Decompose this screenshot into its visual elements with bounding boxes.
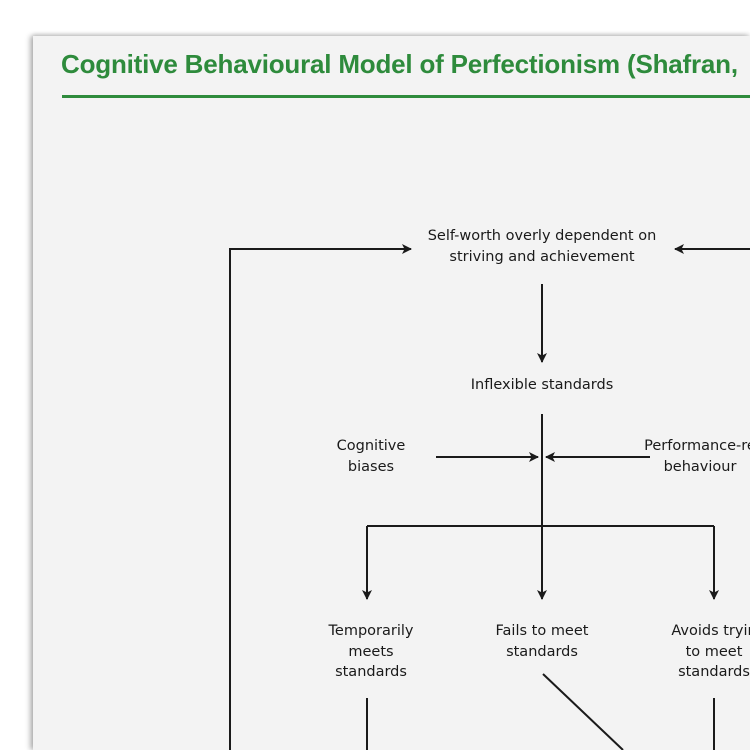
node-inflexible-standards: Inflexible standards: [470, 377, 614, 393]
connector-lines: [229, 244, 750, 750]
node-cognitive-biases: Cognitive biases: [336, 438, 406, 475]
node-performance-behaviours: Performance-re behaviour: [644, 438, 750, 475]
node-fails-to-meet: Fails to meet standards: [495, 623, 589, 660]
title-underline: [62, 95, 750, 98]
node-self-worth: Self-worth overly dependent on striving …: [427, 228, 657, 265]
page-title: Cognitive Behavioural Model of Perfectio…: [61, 49, 738, 79]
node-temporarily-meets: Temporarily meets standards: [328, 623, 414, 680]
fails-diagonal-line: [542, 673, 624, 750]
diagram-page: Cognitive Behavioural Model of Perfectio…: [33, 36, 750, 750]
left-feedback-arrow: [229, 244, 412, 750]
node-avoids-trying: Avoids tryin to meet standards: [671, 623, 750, 680]
